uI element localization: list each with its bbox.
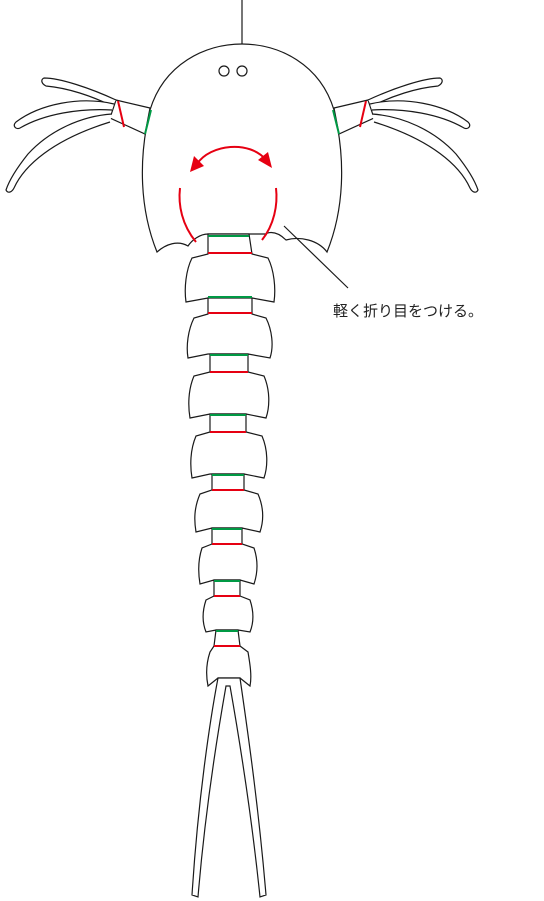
- body-segment-2: [186, 297, 273, 359]
- annotation-leader-line: [283, 225, 349, 289]
- body-segment-4: [190, 413, 268, 479]
- fold-direction-arrow-icon: [190, 146, 272, 172]
- right-antennae: [332, 77, 479, 193]
- body-segment-5: [194, 473, 264, 533]
- segment-fold-lines: [208, 235, 252, 647]
- left-antennae: [5, 77, 152, 193]
- body-segment-7: [202, 579, 254, 633]
- body-segment-6: [198, 527, 258, 585]
- body-segment-1: [184, 233, 276, 303]
- fold-instruction-label: 軽く折り目をつける。: [333, 302, 484, 320]
- body-segments: [184, 233, 276, 688]
- body-segment-3: [188, 353, 270, 419]
- carapace-fold-right: [261, 187, 278, 241]
- eyes-icon: [218, 65, 248, 77]
- carapace-fold-left: [178, 187, 197, 243]
- tail-furca: [191, 677, 267, 898]
